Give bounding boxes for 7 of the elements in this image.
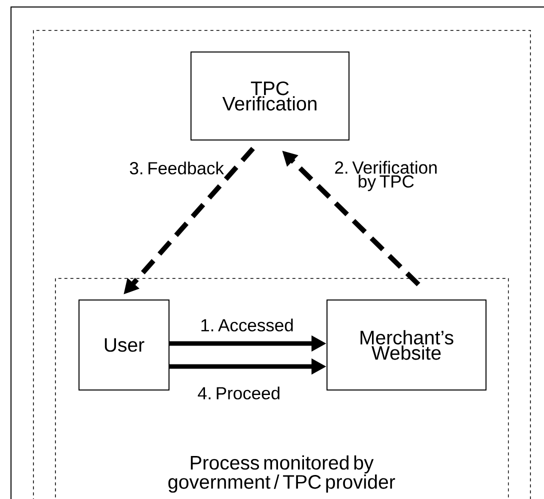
process-box: TPC Verification xyxy=(190,52,350,140)
edge-label: 2. Verification by TPC xyxy=(335,160,437,192)
edge-label: 4. Proceed xyxy=(198,386,280,400)
process-box: User xyxy=(78,300,170,390)
edge-label: 1. Accessed xyxy=(201,318,293,332)
edge-label: 3. Feedback xyxy=(130,162,224,174)
process-box: Merchant’s Website xyxy=(326,300,486,390)
